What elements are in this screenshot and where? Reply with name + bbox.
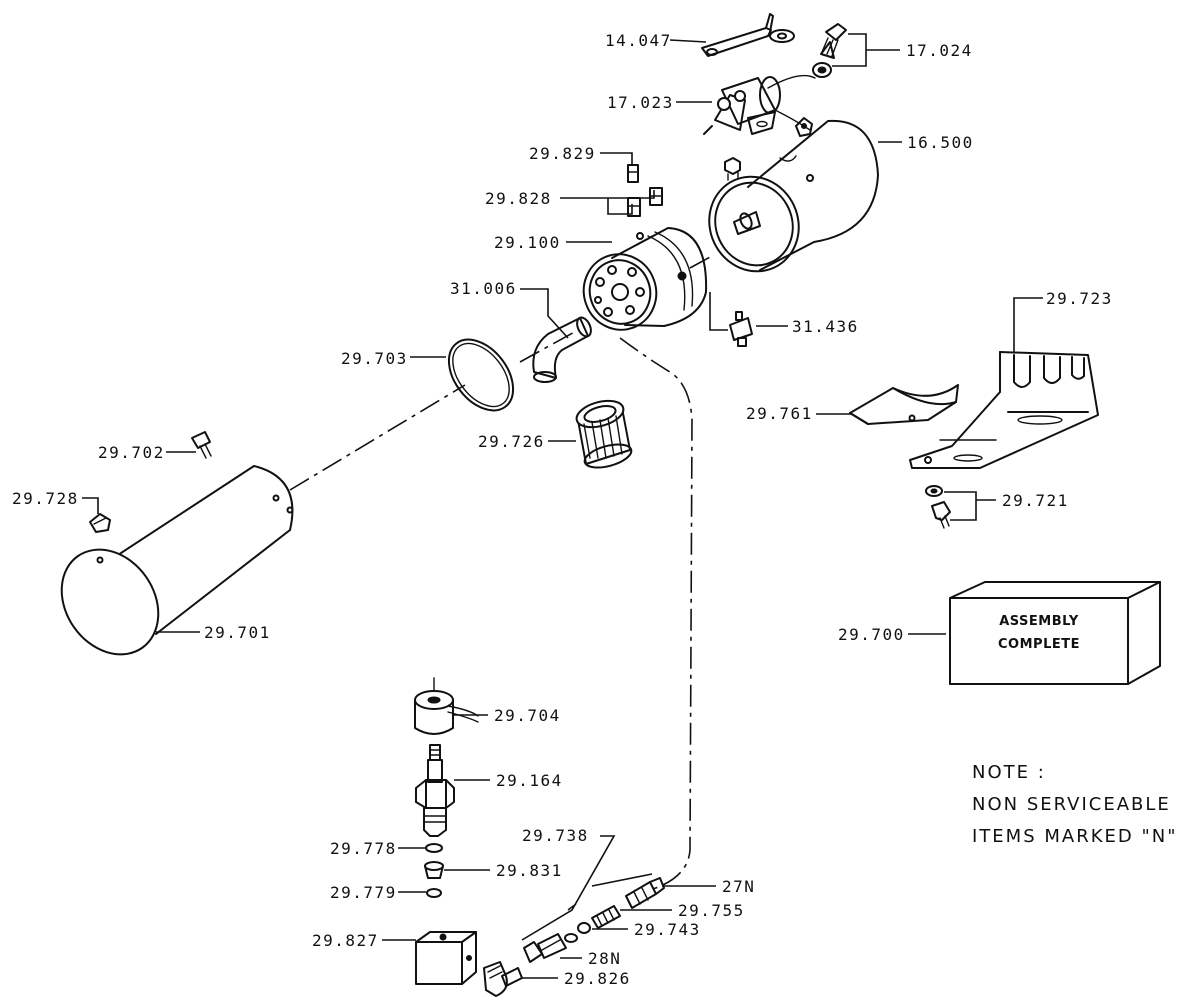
bracket-29-723 xyxy=(909,351,1099,469)
label-29-738: 29.738 xyxy=(522,826,589,845)
label-28N: 28N xyxy=(588,949,621,968)
label-31-006: 31.006 xyxy=(450,279,517,298)
label-16-500: 16.500 xyxy=(907,133,974,152)
note-line2: ITEMS MARKED "N" xyxy=(972,826,1178,847)
coil-29-704 xyxy=(414,677,479,735)
label-29-164: 29.164 xyxy=(496,771,563,790)
valve-cartridge-29-164 xyxy=(415,744,455,837)
part-labels: 14.047 17.024 17.023 16.500 29.829 29.82… xyxy=(12,31,1113,988)
reservoir-29-701 xyxy=(60,465,294,656)
note-line1: NON SERVICEABLE xyxy=(972,794,1171,815)
label-14-047: 14.047 xyxy=(605,31,672,50)
label-17-023: 17.023 xyxy=(607,93,674,112)
label-17-024: 17.024 xyxy=(906,41,973,60)
label-29-743: 29.743 xyxy=(634,920,701,939)
label-29-704: 29.704 xyxy=(494,706,561,725)
elbow-29-826 xyxy=(483,961,523,997)
screw-washer-29-721 xyxy=(925,485,951,529)
label-29-829: 29.829 xyxy=(529,144,596,163)
suction-tube-31-006 xyxy=(532,316,592,383)
o-ring-29-779 xyxy=(426,888,442,898)
fitting-28N xyxy=(523,933,578,963)
assembly-axis-lines xyxy=(289,255,713,891)
screw-29-829 xyxy=(627,164,639,183)
solenoid-17-023 xyxy=(703,74,816,135)
label-29-702: 29.702 xyxy=(98,443,165,462)
label-29-701: 29.701 xyxy=(204,623,271,642)
label-29-779: 29.779 xyxy=(330,883,397,902)
plug-29-728 xyxy=(89,513,111,533)
label-29-700: 29.700 xyxy=(838,625,905,644)
label-29-826: 29.826 xyxy=(564,969,631,988)
seal-29-831 xyxy=(424,861,444,879)
label-29-703: 29.703 xyxy=(341,349,408,368)
label-27N: 27N xyxy=(722,877,755,896)
spring-29-755 xyxy=(591,905,621,929)
note-block: NOTE : NON SERVICEABLE ITEMS MARKED "N" xyxy=(972,762,1178,847)
label-29-831: 29.831 xyxy=(496,861,563,880)
label-29-100: 29.100 xyxy=(494,233,561,252)
label-29-778: 29.778 xyxy=(330,839,397,858)
label-29-761: 29.761 xyxy=(746,404,813,423)
o-ring-29-778 xyxy=(425,843,443,853)
screw-29-702 xyxy=(191,431,212,459)
label-31-436: 31.436 xyxy=(792,317,859,336)
label-29-728: 29.728 xyxy=(12,489,79,508)
o-ring-29-703 xyxy=(447,338,515,412)
screw-nut-17-024 xyxy=(812,23,847,78)
screws-29-828 xyxy=(627,187,663,217)
bracket-14-047 xyxy=(701,13,795,57)
assembly-box-line1: ASSEMBLY xyxy=(999,614,1079,629)
label-29-723: 29.723 xyxy=(1046,289,1113,308)
pump-body-29-100 xyxy=(582,227,708,331)
assembly-box-line2: COMPLETE xyxy=(998,637,1080,652)
motor-16-500 xyxy=(708,117,879,273)
washer-29-743 xyxy=(577,922,591,934)
label-29-828: 29.828 xyxy=(485,189,552,208)
label-29-827: 29.827 xyxy=(312,931,379,950)
fitting-31-436 xyxy=(729,311,753,347)
clamp-29-761 xyxy=(849,384,959,425)
label-29-726: 29.726 xyxy=(478,432,545,451)
leader-lines xyxy=(82,33,1043,979)
fitting-27N xyxy=(625,877,665,909)
note-title: NOTE : xyxy=(972,762,1046,783)
label-29-755: 29.755 xyxy=(678,901,745,920)
assembly-complete-box: ASSEMBLY COMPLETE xyxy=(949,581,1161,685)
filter-29-726 xyxy=(575,399,633,469)
valve-block-29-827 xyxy=(415,931,477,985)
label-29-721: 29.721 xyxy=(1002,491,1069,510)
